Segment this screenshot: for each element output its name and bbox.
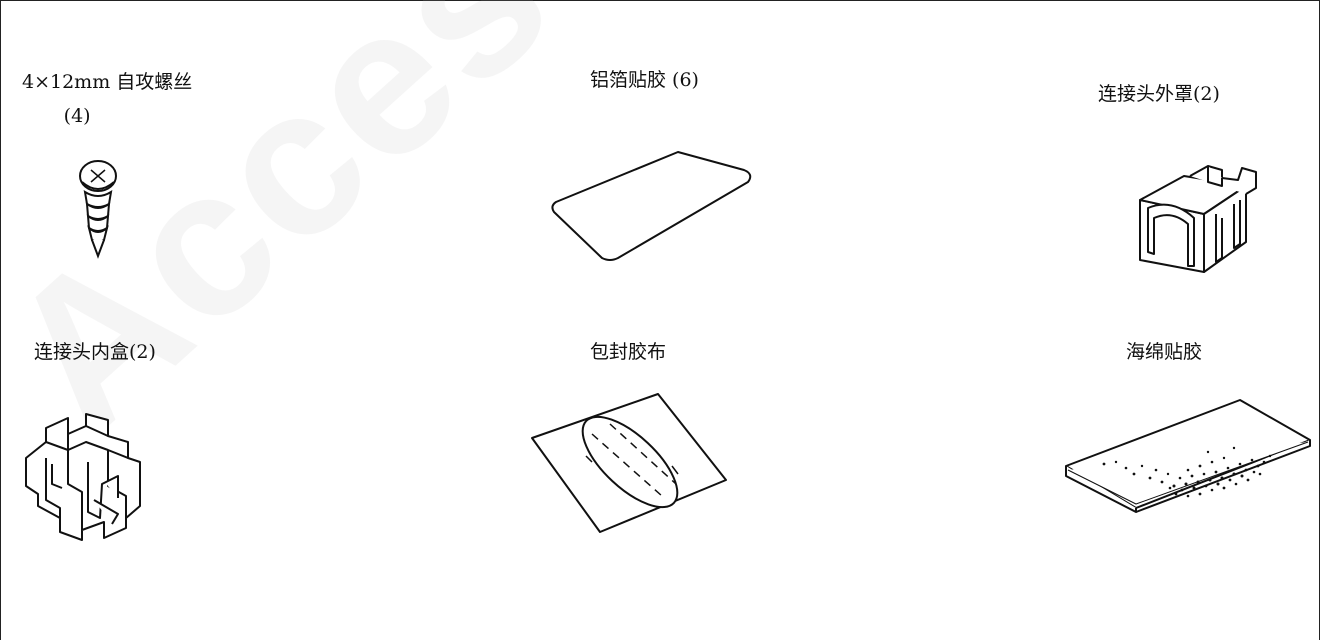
part-label-screw: 4×12mm 自攻螺丝 (4) [22, 70, 192, 128]
connector-inner-box-icon [22, 413, 146, 541]
part-quantity: (4) [63, 105, 91, 127]
sponge-tape-icon [1064, 396, 1314, 513]
part-label-foil: 铝箔贴胶 (6) [590, 69, 699, 91]
aluminum-foil-tape-icon [548, 148, 758, 262]
sealing-tape-icon [530, 392, 730, 534]
screw-icon [74, 160, 122, 260]
part-label-wrap: 包封胶布 [590, 341, 667, 363]
part-label-sponge: 海绵贴胶 [1126, 341, 1203, 363]
part-label-inner: 连接头内盒(2) [34, 341, 156, 363]
part-name: 4×12mm 自攻螺丝 [22, 71, 193, 93]
part-label-cover: 连接头外罩(2) [1098, 83, 1220, 105]
connector-cover-icon [1138, 152, 1262, 274]
